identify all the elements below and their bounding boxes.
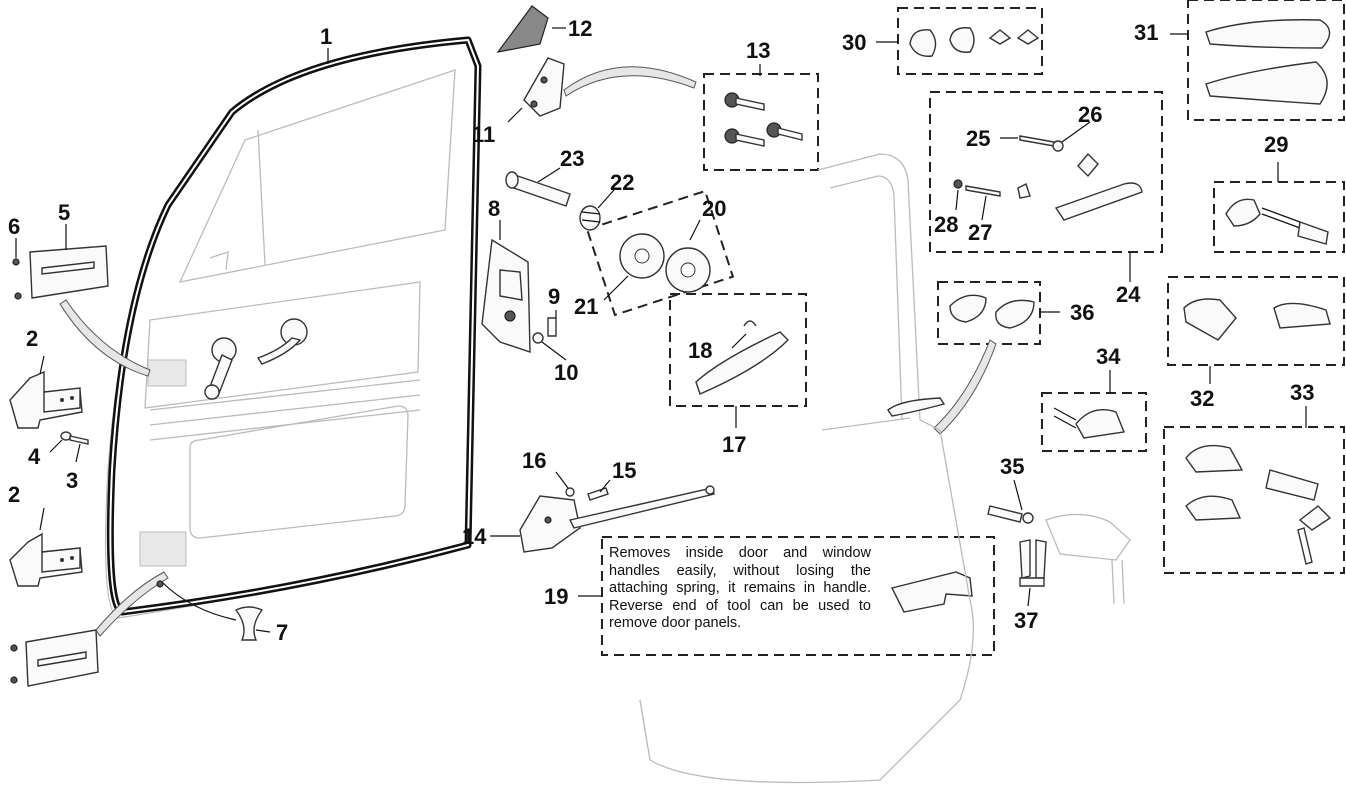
lock-33 [1185, 444, 1332, 565]
callout-31: 31 [1134, 20, 1158, 45]
callout-9: 9 [548, 284, 560, 309]
callout-12: 12 [568, 16, 592, 41]
inside-door-handle [256, 318, 308, 365]
callout-labels: 1 2 2 3 4 5 6 7 8 9 10 11 12 13 14 15 16… [8, 16, 1314, 645]
callout-11: 11 [472, 122, 495, 147]
callout-32: 32 [1190, 386, 1214, 411]
callout-2-upper: 2 [26, 326, 38, 351]
callout-3: 3 [66, 468, 78, 493]
outside-handle [1017, 152, 1143, 221]
tool-description: Removes inside door and window handles e… [609, 545, 871, 632]
escutcheon-21 [619, 233, 665, 279]
lower-hinge [9, 532, 83, 587]
callout-6: 6 [8, 214, 20, 239]
hinge-bolt [60, 431, 89, 445]
screws [10, 258, 22, 684]
callout-26: 26 [1078, 102, 1102, 127]
lock-34 [1053, 407, 1125, 439]
callout-20: 20 [702, 196, 726, 221]
latch-rod-35 [987, 505, 1034, 524]
upper-hinge [9, 370, 83, 429]
lock-32 [1183, 298, 1331, 341]
callout-35: 35 [1000, 454, 1024, 479]
callout-37: 37 [1014, 608, 1038, 633]
callout-25: 25 [966, 126, 990, 151]
callout-16: 16 [522, 448, 546, 473]
callout-21: 21 [574, 294, 598, 319]
callout-22: 22 [610, 170, 634, 195]
callout-29: 29 [1264, 132, 1288, 157]
window-crank [204, 337, 237, 400]
callout-1: 1 [320, 24, 332, 49]
callout-15: 15 [612, 458, 636, 483]
gaskets-30 [909, 27, 1040, 57]
outer-door-skin [639, 153, 974, 784]
callout-19: 19 [544, 584, 568, 609]
check-plate-upper [29, 245, 109, 299]
callout-13: 13 [746, 38, 770, 63]
leader-lines [15, 27, 1307, 633]
callout-5: 5 [58, 200, 70, 225]
lock-cylinder-29 [1225, 198, 1329, 245]
striker-bracket [523, 57, 565, 117]
callout-33: 33 [1290, 380, 1314, 405]
callout-27: 27 [968, 220, 992, 245]
door-latch [481, 238, 531, 353]
striker-screws [724, 92, 803, 147]
lock-ghost [1045, 513, 1131, 605]
callout-30: 30 [842, 30, 866, 55]
callout-18: 18 [688, 338, 712, 363]
callout-10: 10 [554, 360, 578, 385]
retainer-clip [156, 580, 264, 641]
callout-17: 17 [722, 432, 746, 457]
callout-36: 36 [1070, 300, 1094, 325]
shaft-23 [505, 171, 571, 207]
spring-22 [579, 205, 601, 231]
callout-23: 23 [560, 146, 584, 171]
striker-shim [496, 5, 549, 53]
check-plate-lower [25, 629, 99, 687]
callout-24: 24 [1116, 282, 1141, 307]
removal-tool [890, 571, 973, 613]
regulator [519, 485, 715, 553]
gaskets-36 [949, 294, 1035, 329]
callout-8: 8 [488, 196, 500, 221]
callout-2-lower: 2 [8, 482, 20, 507]
clip-37 [1019, 539, 1047, 587]
callout-14: 14 [462, 524, 487, 549]
callout-28: 28 [934, 212, 958, 237]
pads-31 [1205, 19, 1331, 105]
callout-7: 7 [276, 620, 288, 645]
callout-4: 4 [28, 444, 41, 469]
escutcheon-20 [665, 247, 711, 293]
callout-34: 34 [1096, 344, 1121, 369]
inside-handle [695, 320, 789, 395]
